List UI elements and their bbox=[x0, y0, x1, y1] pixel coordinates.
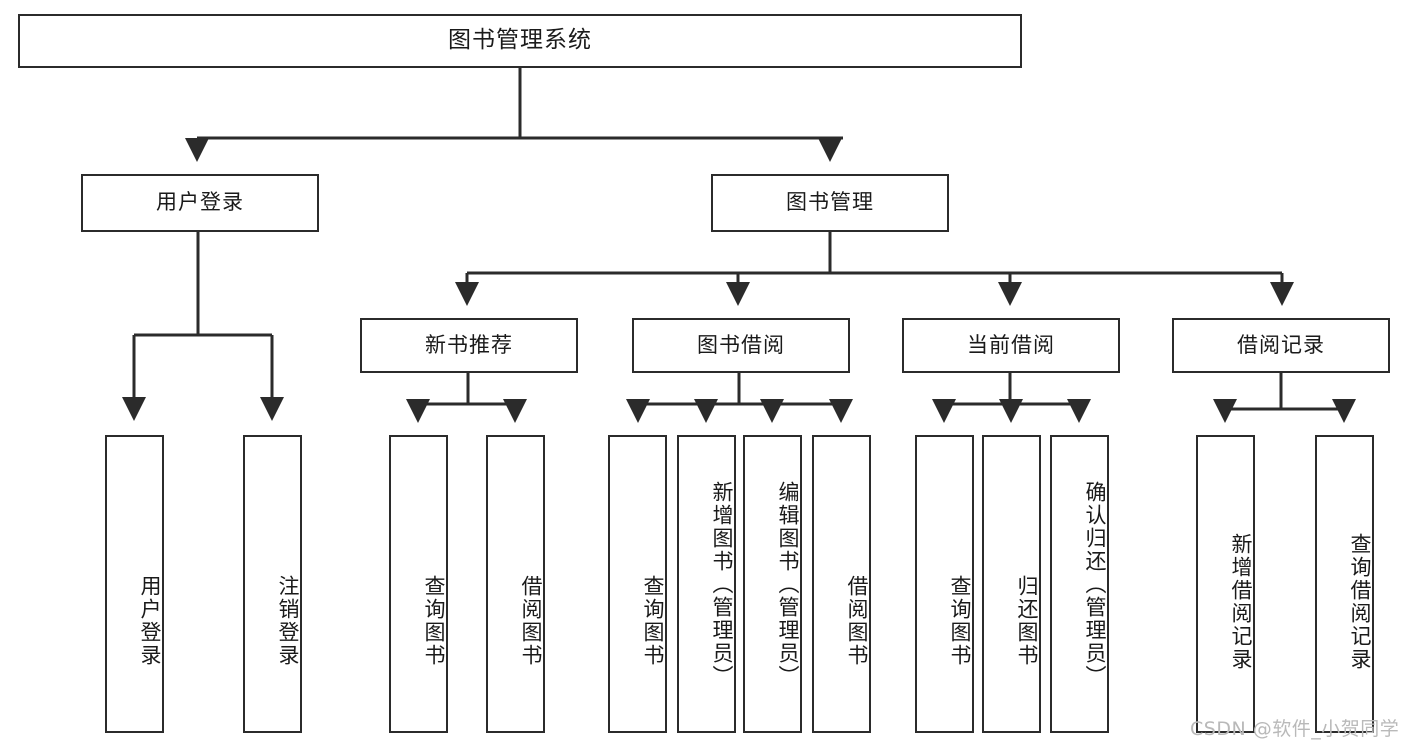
node-borrow-record[interactable]: 借阅记录 bbox=[1172, 318, 1390, 373]
leaf-label: 借阅图书 bbox=[519, 575, 543, 667]
node-borrow-record-label: 借阅记录 bbox=[1237, 332, 1325, 357]
leaf-label: 新增借阅记录 bbox=[1229, 533, 1253, 671]
node-book-borrow[interactable]: 图书借阅 bbox=[632, 318, 850, 373]
leaf-label: 注销登录 bbox=[276, 575, 300, 667]
leaf-user-login-login[interactable]: 用户登录 bbox=[105, 435, 164, 733]
leaf-current-query-book[interactable]: 查询图书 bbox=[915, 435, 974, 733]
leaf-label: 查询图书 bbox=[948, 575, 972, 667]
leaf-borrow-add-book[interactable]: 新增图书（管理员） bbox=[677, 435, 736, 733]
leaf-record-query-record[interactable]: 查询借阅记录 bbox=[1315, 435, 1374, 733]
node-user-login-label: 用户登录 bbox=[156, 190, 244, 215]
node-book-management-label: 图书管理 bbox=[786, 190, 874, 215]
leaf-label: 用户登录 bbox=[138, 575, 162, 667]
leaf-user-login-logout[interactable]: 注销登录 bbox=[243, 435, 302, 733]
node-current-borrow-label: 当前借阅 bbox=[967, 332, 1055, 357]
leaf-label: 归还图书 bbox=[1015, 575, 1039, 667]
leaf-label: 查询借阅记录 bbox=[1348, 533, 1372, 671]
node-user-login[interactable]: 用户登录 bbox=[81, 174, 319, 232]
node-book-borrow-label: 图书借阅 bbox=[697, 332, 785, 357]
node-root-system[interactable]: 图书管理系统 bbox=[18, 14, 1022, 68]
leaf-borrow-query-book[interactable]: 查询图书 bbox=[608, 435, 667, 733]
leaf-label: 确认归还（管理员） bbox=[1083, 480, 1107, 688]
node-current-borrow[interactable]: 当前借阅 bbox=[902, 318, 1120, 373]
node-root-system-label: 图书管理系统 bbox=[448, 27, 592, 54]
leaf-label: 查询图书 bbox=[641, 575, 665, 667]
leaf-recommend-query-book[interactable]: 查询图书 bbox=[389, 435, 448, 733]
leaf-current-return-book[interactable]: 归还图书 bbox=[982, 435, 1041, 733]
watermark-text: CSDN @软件_小贺同学 bbox=[1190, 718, 1400, 740]
node-book-management[interactable]: 图书管理 bbox=[711, 174, 949, 232]
leaf-recommend-borrow-book[interactable]: 借阅图书 bbox=[486, 435, 545, 733]
leaf-label: 借阅图书 bbox=[845, 575, 869, 667]
leaf-label: 新增图书（管理员） bbox=[710, 480, 734, 688]
leaf-borrow-borrow-book[interactable]: 借阅图书 bbox=[812, 435, 871, 733]
leaf-record-add-record[interactable]: 新增借阅记录 bbox=[1196, 435, 1255, 733]
leaf-borrow-edit-book[interactable]: 编辑图书（管理员） bbox=[743, 435, 802, 733]
leaf-label: 查询图书 bbox=[422, 575, 446, 667]
leaf-label: 编辑图书（管理员） bbox=[776, 480, 800, 688]
node-new-book-recommend[interactable]: 新书推荐 bbox=[360, 318, 578, 373]
leaf-current-confirm-return[interactable]: 确认归还（管理员） bbox=[1050, 435, 1109, 733]
node-new-book-recommend-label: 新书推荐 bbox=[425, 332, 513, 357]
